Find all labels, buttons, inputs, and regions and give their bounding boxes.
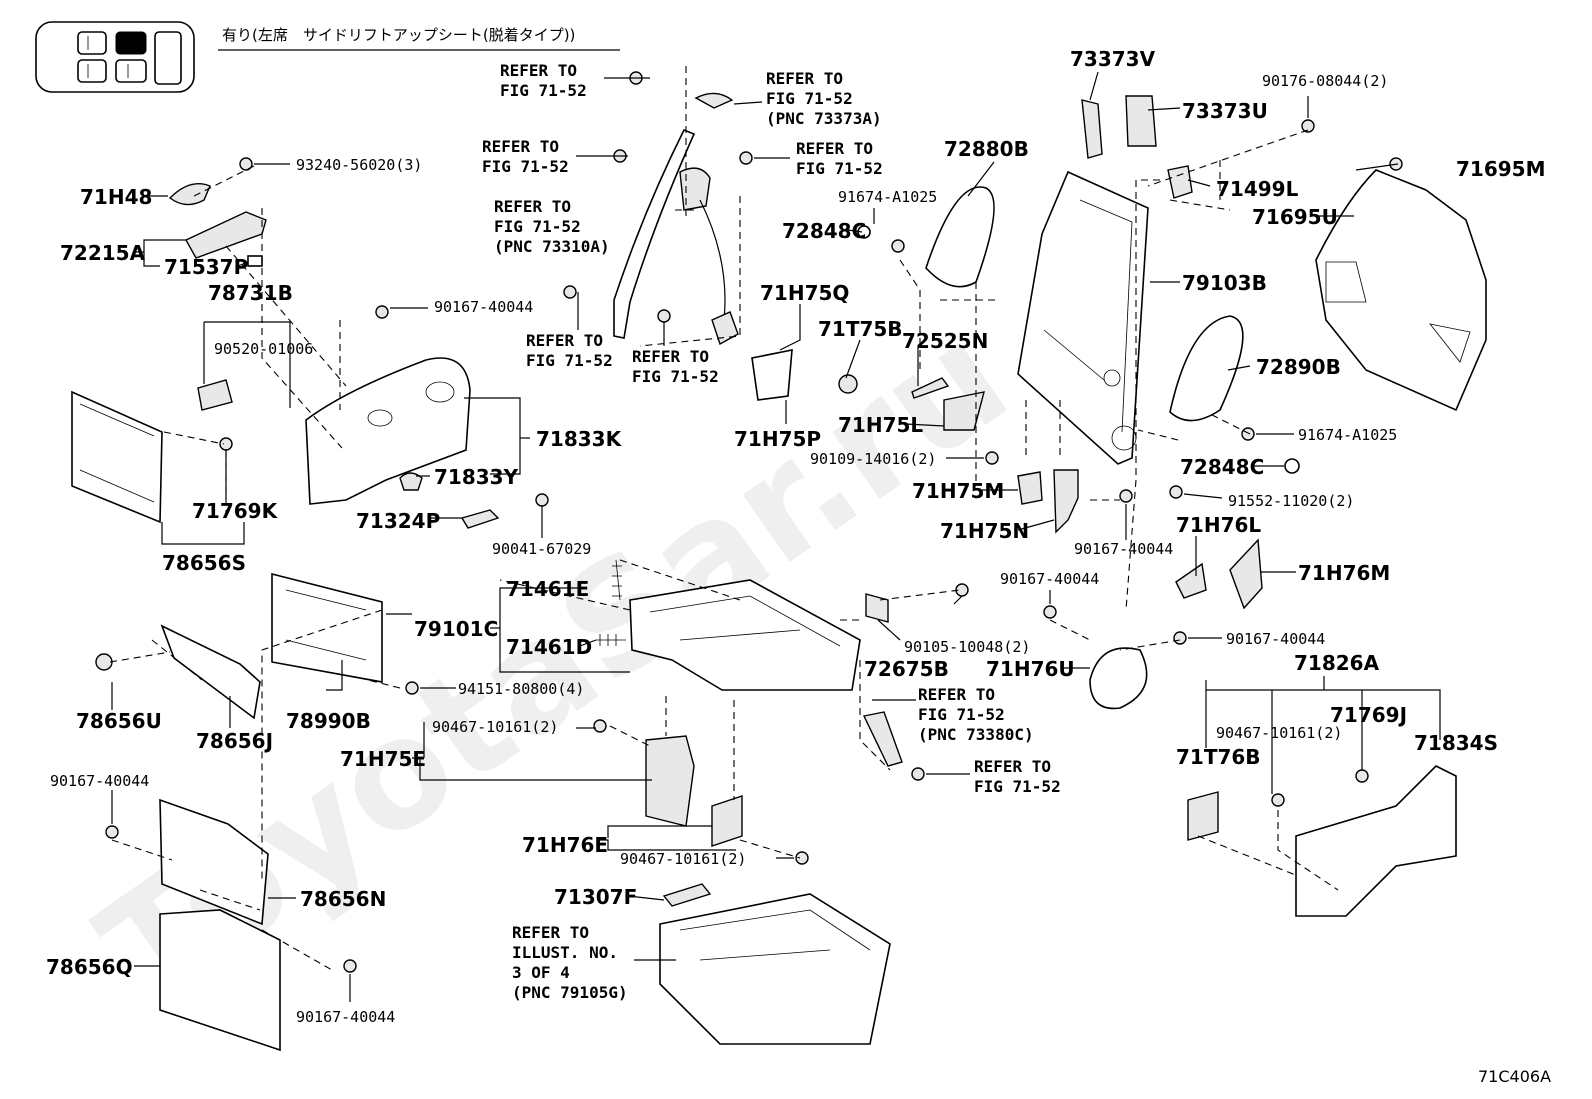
assembly-lines bbox=[109, 66, 1339, 971]
label-71695M: 71695M bbox=[1456, 157, 1545, 181]
label-93240-56020: 93240-56020(3) bbox=[296, 156, 422, 174]
refer-note-4: REFER TO FIG 71-52 bbox=[796, 139, 883, 178]
refer-note-9: REFER TO FIG 71-52 bbox=[974, 757, 1061, 796]
label-71537P: 71537P bbox=[164, 255, 248, 279]
refer-note-7: REFER TO FIG 71-52 bbox=[632, 347, 719, 386]
label-71H75L: 71H75L bbox=[838, 413, 923, 437]
refer-note-2: REFER TO FIG 71-52 (PNC 73373A) bbox=[766, 69, 882, 128]
label-79103B: 79103B bbox=[1182, 271, 1267, 295]
label-73373V: 73373V bbox=[1070, 47, 1156, 71]
label-90520-01006: 90520-01006 bbox=[214, 340, 313, 358]
label-71H48: 71H48 bbox=[80, 185, 152, 209]
label-71769J: 71769J bbox=[1330, 703, 1407, 727]
label-78656U: 78656U bbox=[76, 709, 162, 733]
refer-note-1: REFER TO FIG 71-52 bbox=[500, 61, 587, 100]
label-71T76B: 71T76B bbox=[1176, 745, 1261, 769]
label-90041-67029: 90041-67029 bbox=[492, 540, 591, 558]
label-90167-40044-c: 90167-40044 bbox=[1000, 570, 1099, 588]
label-91674-a1025-b: 91674-A1025 bbox=[1298, 426, 1397, 444]
refer-note-6: REFER TO FIG 71-52 bbox=[526, 331, 613, 370]
illustration-code: 71C406A bbox=[1478, 1067, 1551, 1086]
refer-notes: REFER TO FIG 71-52 REFER TO FIG 71-52 (P… bbox=[482, 61, 1061, 1002]
label-90167-40044-f: 90167-40044 bbox=[296, 1008, 395, 1026]
label-90167-40044-e: 90167-40044 bbox=[50, 772, 149, 790]
label-78656Q: 78656Q bbox=[46, 955, 133, 979]
label-71461D: 71461D bbox=[506, 635, 592, 659]
label-72880B: 72880B bbox=[944, 137, 1029, 161]
label-72525N: 72525N bbox=[902, 329, 988, 353]
label-71H75M: 71H75M bbox=[912, 479, 1004, 503]
label-91674-a1025-a: 91674-A1025 bbox=[838, 188, 937, 206]
label-71833Y: 71833Y bbox=[434, 465, 519, 489]
label-71H76E: 71H76E bbox=[522, 833, 608, 857]
label-78656J: 78656J bbox=[196, 729, 273, 753]
label-94151-80800: 94151-80800(4) bbox=[458, 680, 584, 698]
label-71H75P: 71H75P bbox=[734, 427, 821, 451]
label-72675B: 72675B bbox=[864, 657, 949, 681]
label-71769K: 71769K bbox=[192, 499, 279, 523]
label-90467-10161-b: 90467-10161(2) bbox=[1216, 724, 1342, 742]
refer-note-8: REFER TO FIG 71-52 (PNC 73380C) bbox=[918, 685, 1034, 744]
leader-lines bbox=[111, 71, 1441, 1002]
label-71H75N: 71H75N bbox=[940, 519, 1029, 543]
label-71461E: 71461E bbox=[506, 577, 589, 601]
part-shapes bbox=[71, 92, 1487, 1052]
label-71834S: 71834S bbox=[1414, 731, 1498, 755]
label-71324P: 71324P bbox=[356, 509, 440, 533]
label-71307F: 71307F bbox=[554, 885, 637, 909]
label-71826A: 71826A bbox=[1294, 651, 1380, 675]
header-note: 有り(左席 サイドリフトアップシート(脱着タイプ)) bbox=[222, 26, 575, 44]
label-90467-10161-a: 90467-10161(2) bbox=[432, 718, 558, 736]
label-91552-11020: 91552-11020(2) bbox=[1228, 492, 1354, 510]
label-71H76U: 71H76U bbox=[986, 657, 1075, 681]
label-71695U: 71695U bbox=[1252, 205, 1338, 229]
label-90105-10048: 90105-10048(2) bbox=[904, 638, 1030, 656]
label-71H76M: 71H76M bbox=[1298, 561, 1390, 585]
refer-note-3: REFER TO FIG 71-52 bbox=[482, 137, 569, 176]
seat-position-indicator bbox=[35, 21, 195, 93]
label-72215A: 72215A bbox=[60, 241, 146, 265]
label-90167-40044-a: 90167-40044 bbox=[434, 298, 533, 316]
label-71H76L: 71H76L bbox=[1176, 513, 1261, 537]
label-73373U: 73373U bbox=[1182, 99, 1268, 123]
label-79101C: 79101C bbox=[414, 617, 498, 641]
label-72848C-b: 72848C bbox=[1180, 455, 1264, 479]
part-labels: 73373V 73373U 90176-08044(2) 71695M 7169… bbox=[46, 47, 1545, 1026]
label-71H75E: 71H75E bbox=[340, 747, 426, 771]
label-90109-14016: 90109-14016(2) bbox=[810, 450, 936, 468]
label-90467-10161-c: 90467-10161(2) bbox=[620, 850, 746, 868]
refer-note-5: REFER TO FIG 71-52 (PNC 73310A) bbox=[494, 197, 610, 256]
label-72890B: 72890B bbox=[1256, 355, 1341, 379]
refer-note-10: REFER TO ILLUST. NO. 3 OF 4 (PNC 79105G) bbox=[512, 923, 628, 1002]
label-78731B: 78731B bbox=[208, 281, 293, 305]
label-71833K: 71833K bbox=[536, 427, 623, 451]
label-78656N: 78656N bbox=[300, 887, 386, 911]
label-90167-40044-b: 90167-40044 bbox=[1074, 540, 1173, 558]
label-71T75B: 71T75B bbox=[818, 317, 903, 341]
label-90167-40044-d: 90167-40044 bbox=[1226, 630, 1325, 648]
label-90176-08044: 90176-08044(2) bbox=[1262, 72, 1388, 90]
label-78656S: 78656S bbox=[162, 551, 246, 575]
label-72848C-a: 72848C bbox=[782, 219, 866, 243]
label-71H75Q: 71H75Q bbox=[760, 281, 849, 305]
label-78990B: 78990B bbox=[286, 709, 371, 733]
label-71499L: 71499L bbox=[1216, 177, 1299, 201]
